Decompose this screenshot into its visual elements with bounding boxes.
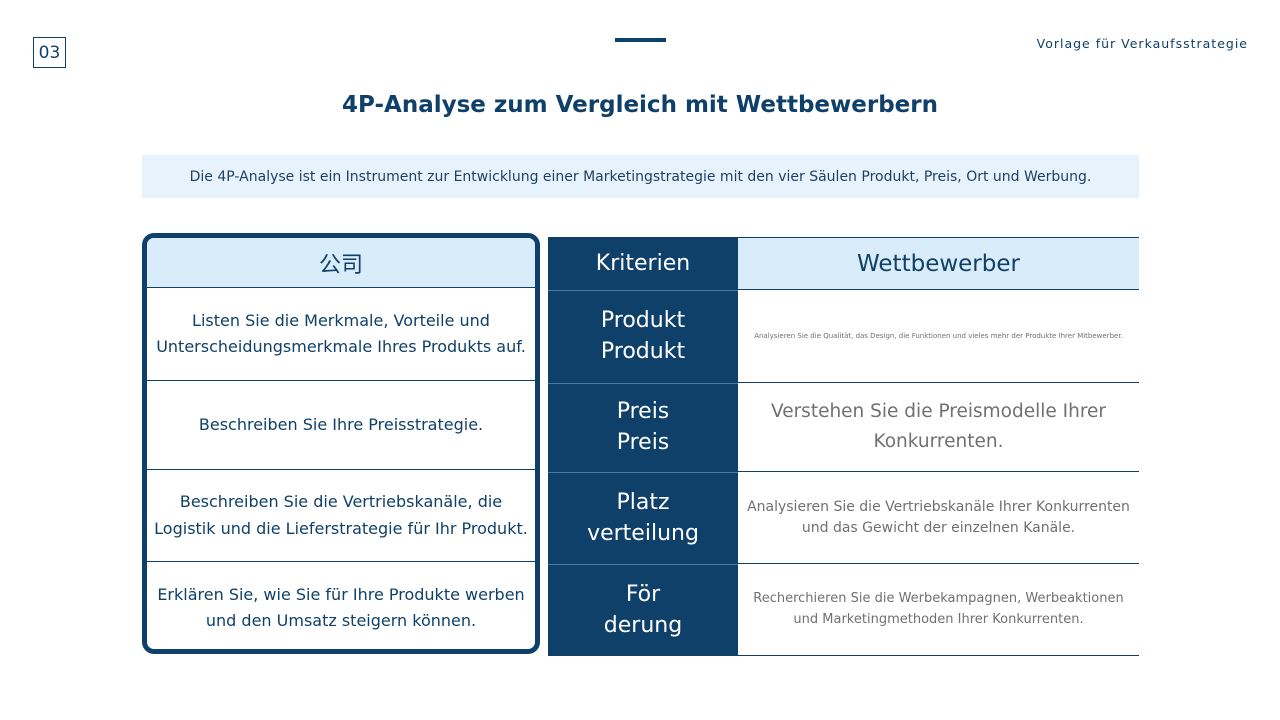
competitor-column: Wettbewerber Analysieren Sie die Qualitä…: [738, 237, 1139, 656]
criteria-label: derung: [603, 613, 683, 638]
criteria-header: Kriterien: [548, 237, 738, 291]
criteria-label: Produkt: [600, 339, 686, 364]
competitor-cell-product: Analysieren Sie die Qualität, das Design…: [738, 290, 1139, 383]
company-cell-product: Listen Sie die Merkmale, Vorteile und Un…: [147, 288, 535, 381]
criteria-label: verteilung: [587, 520, 699, 546]
page-title: 4P-Analyse zum Vergleich mit Wettbewerbe…: [342, 92, 938, 118]
competitor-cell-promotion: Recherchieren Sie die Werbekampagnen, We…: [738, 564, 1139, 656]
page-number: 03: [33, 37, 66, 68]
company-header: 公司: [147, 238, 535, 288]
company-cell-promotion: Erklären Sie, wie Sie für Ihre Produkte …: [157, 584, 525, 630]
criteria-label: Preis: [616, 430, 670, 455]
criteria-column: Kriterien Produkt Produkt Preis Preis Pl…: [548, 237, 738, 656]
top-accent-rule: [615, 38, 666, 42]
criteria-label: Platz: [616, 489, 670, 515]
company-column: 公司 Listen Sie die Merkmale, Vorteile und…: [142, 233, 540, 654]
criteria-cell-price: Preis Preis: [548, 384, 738, 473]
competitor-cell-price: Verstehen Sie die Preismodelle Ihrer Kon…: [738, 383, 1139, 472]
criteria-label: För: [625, 582, 661, 608]
company-cell-price: Beschreiben Sie Ihre Preisstrategie.: [147, 381, 535, 470]
intro-text: Die 4P-Analyse ist ein Instrument zur En…: [189, 168, 1092, 185]
criteria-cell-promotion: För derung: [548, 565, 738, 657]
competitor-header: Wettbewerber: [738, 237, 1139, 290]
intro-banner: Die 4P-Analyse ist ein Instrument zur En…: [142, 155, 1139, 198]
criteria-cell-product: Produkt Produkt: [548, 291, 738, 384]
company-cell-place: Beschreiben Sie die Vertriebskanäle, die…: [147, 470, 535, 562]
document-label: Vorlage für Verkaufsstrategie: [1036, 36, 1248, 51]
competitor-cell-place: Analysieren Sie die Vertriebskanäle Ihre…: [738, 472, 1139, 564]
criteria-label: Preis: [616, 399, 670, 425]
criteria-cell-place: Platz verteilung: [548, 473, 738, 565]
comparison-table: 公司 Listen Sie die Merkmale, Vorteile und…: [142, 233, 1139, 656]
criteria-label: Produkt: [600, 308, 686, 334]
